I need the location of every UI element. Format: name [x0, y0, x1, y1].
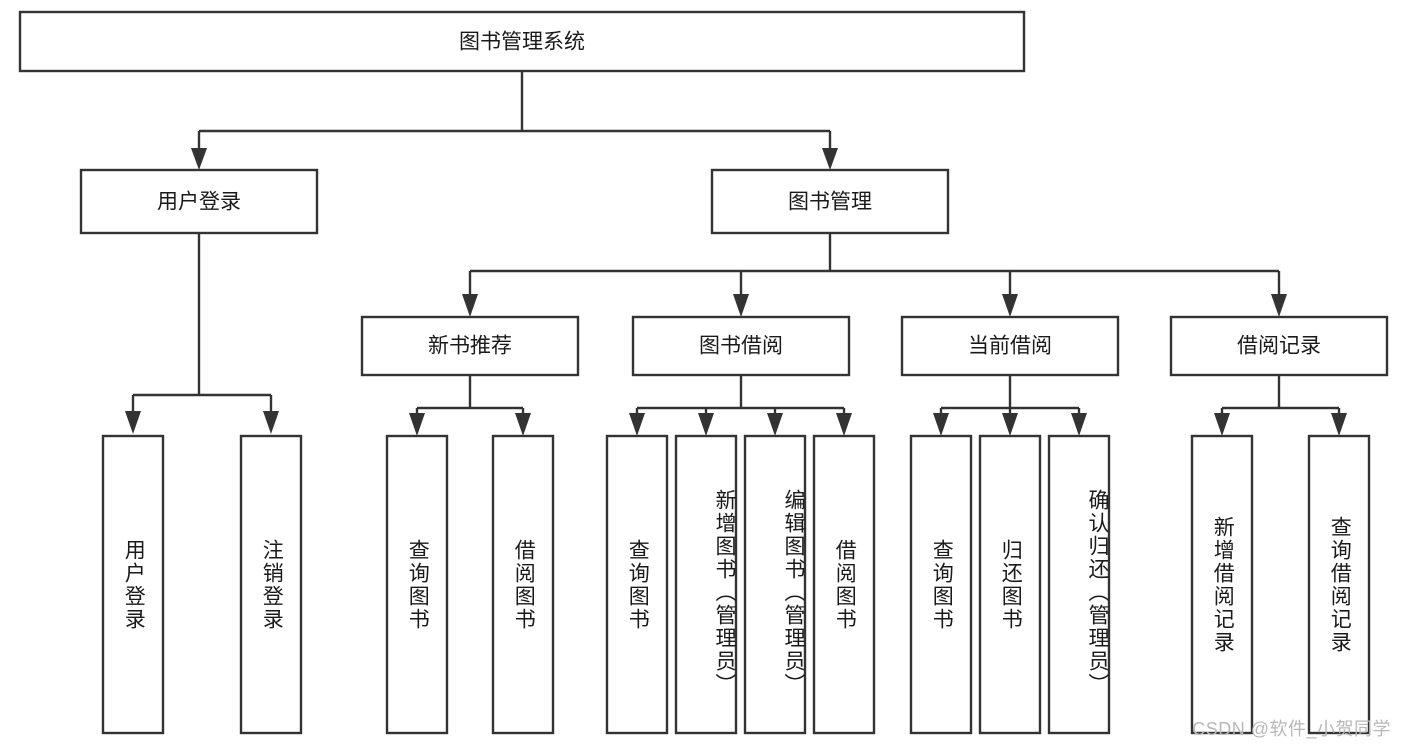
- leaf-book-borrow-1[interactable]: [674, 434, 738, 735]
- arrow-head-icon: [1071, 413, 1087, 436]
- leaf-new-book-0[interactable]: [385, 434, 449, 735]
- arrow-head-icon: [698, 413, 714, 436]
- node-current-borrow-label: 当前借阅: [968, 335, 1052, 358]
- node-user-login[interactable]: [79, 168, 319, 235]
- arrow-head-icon: [1002, 413, 1018, 436]
- node-new-book-recommend[interactable]: [360, 315, 580, 377]
- arrow-head-icon: [933, 413, 949, 436]
- leaf-borrow-record-1[interactable]: [1307, 434, 1371, 735]
- node-book-management-label: 图书管理: [788, 191, 872, 214]
- node-user-login-label: 用户登录: [157, 191, 241, 214]
- node-root-label: 图书管理系统: [459, 31, 585, 54]
- leaf-user-login-0[interactable]: [101, 434, 165, 735]
- arrow-head-icon: [1331, 413, 1347, 436]
- connector-user-login-to-leaves: [125, 233, 279, 434]
- arrow-head-icon: [1271, 294, 1287, 317]
- node-book-borrow-label: 图书借阅: [699, 335, 783, 358]
- leaf-book-borrow-3[interactable]: [812, 434, 876, 735]
- leaf-current-borrow-0[interactable]: [909, 434, 973, 735]
- arrow-head-icon: [462, 294, 478, 317]
- arrow-head-icon: [125, 411, 141, 434]
- arrow-head-icon: [629, 413, 645, 436]
- leaf-new-book-1[interactable]: [491, 434, 555, 735]
- arrow-head-icon: [409, 413, 425, 436]
- leaf-borrow-record-0[interactable]: [1190, 434, 1254, 735]
- connector-book-borrow-to-leaves: [629, 375, 852, 436]
- connector-current-borrow-to-leaves: [933, 375, 1087, 436]
- arrow-head-icon: [1214, 413, 1230, 436]
- leaf-user-login-1[interactable]: [239, 434, 303, 735]
- node-borrow-record-label: 借阅记录: [1237, 335, 1321, 358]
- leaf-book-borrow-2[interactable]: [743, 434, 807, 735]
- node-new-book-recommend-label: 新书推荐: [428, 335, 512, 358]
- arrow-head-icon: [515, 413, 531, 436]
- node-root[interactable]: [18, 10, 1026, 73]
- arrow-head-icon: [263, 411, 279, 434]
- node-current-borrow[interactable]: [900, 315, 1120, 377]
- node-book-borrow[interactable]: [631, 315, 851, 377]
- leaf-current-borrow-1[interactable]: [978, 434, 1042, 735]
- node-borrow-record[interactable]: [1169, 315, 1389, 377]
- connector-root-to-level2: [191, 71, 838, 170]
- arrow-head-icon: [191, 148, 207, 170]
- connector-new-book-to-leaves: [409, 375, 531, 436]
- leaf-current-borrow-2[interactable]: [1047, 434, 1111, 735]
- leaf-book-borrow-0[interactable]: [605, 434, 669, 735]
- connector-borrow-record-to-leaves: [1214, 375, 1347, 436]
- arrow-head-icon: [1002, 294, 1018, 317]
- arrow-head-icon: [767, 413, 783, 436]
- arrow-head-icon: [836, 413, 852, 436]
- node-book-management[interactable]: [710, 168, 950, 235]
- watermark: CSDN @软件_小贺同学: [1192, 719, 1391, 739]
- arrow-head-icon: [733, 294, 749, 317]
- connector-book-management-to-level3: [462, 233, 1287, 317]
- arrow-head-icon: [822, 148, 838, 170]
